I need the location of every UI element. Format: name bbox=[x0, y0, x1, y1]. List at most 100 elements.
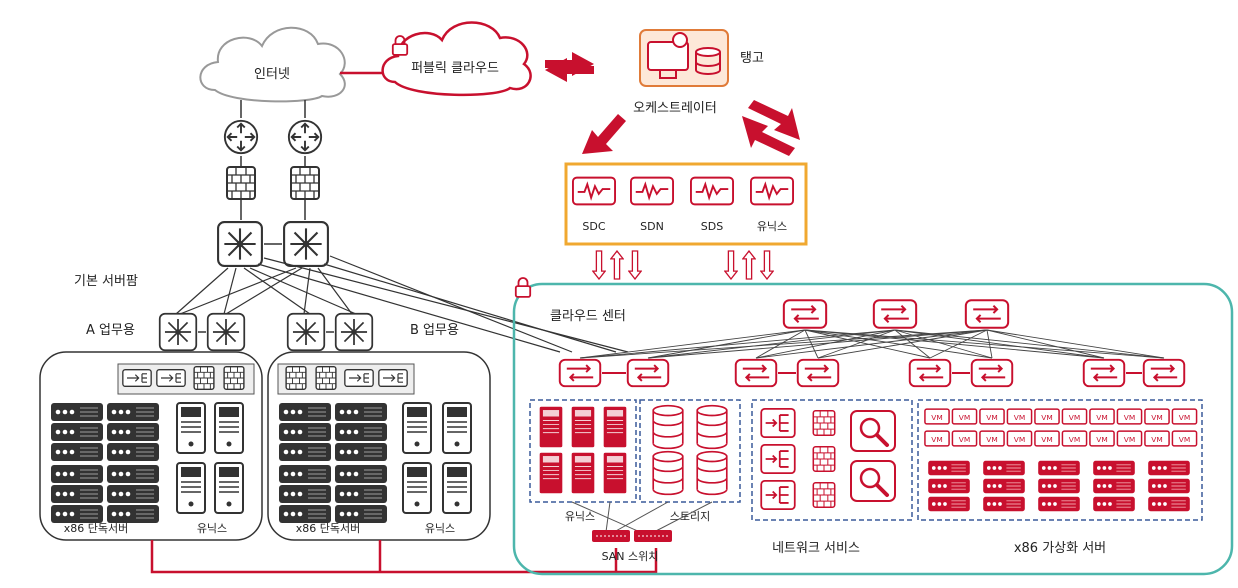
sds-monitor-icon bbox=[690, 176, 734, 206]
leaf-switch-icon bbox=[1142, 358, 1186, 388]
leaf-switch-icon bbox=[970, 358, 1014, 388]
firewall-icon bbox=[290, 166, 320, 200]
cloud-center: 클라우드 센터 bbox=[512, 277, 1234, 576]
vm-icon bbox=[1061, 430, 1088, 447]
warehouse-icon bbox=[639, 29, 729, 87]
vm-icon bbox=[979, 430, 1005, 447]
bidirectional-arrows-left bbox=[592, 250, 642, 280]
sync-arrows-icon bbox=[545, 52, 594, 82]
firewall-icon bbox=[812, 410, 836, 436]
x86-standalone-b-label: x86 단독서버 bbox=[296, 522, 360, 535]
leaf-switch-icon bbox=[908, 358, 952, 388]
firewall-icon bbox=[812, 482, 836, 508]
cloud-unix-label: 유닉스 bbox=[565, 510, 595, 523]
a-business-label: A 업무용 bbox=[86, 323, 135, 338]
access-switches bbox=[158, 312, 374, 352]
access-switch-icon bbox=[286, 312, 326, 352]
vm-icon bbox=[951, 430, 978, 447]
vm-grid bbox=[924, 408, 1198, 447]
vm-icon bbox=[1171, 408, 1198, 425]
vm-icon bbox=[1116, 430, 1143, 447]
vm-icon bbox=[1089, 430, 1115, 447]
cloud-storage-label: 스토리지 bbox=[670, 510, 710, 523]
load-balancer-icon bbox=[760, 408, 796, 438]
host-server-icon bbox=[927, 496, 971, 512]
host-server-icon bbox=[1037, 460, 1081, 476]
host-server-icon bbox=[982, 496, 1026, 512]
lock-icon bbox=[514, 277, 532, 298]
unix-a-label: 유닉스 bbox=[197, 522, 227, 535]
vm-icon bbox=[1006, 430, 1033, 447]
leaf-switch-icon bbox=[1082, 358, 1126, 388]
host-server-icon bbox=[927, 460, 971, 476]
sdc-monitor-icon bbox=[572, 176, 616, 206]
vm-icon bbox=[1116, 408, 1143, 425]
x86-virtual-server-label: x86 가상화 서버 bbox=[1014, 541, 1106, 556]
san-links bbox=[150, 540, 658, 574]
host-server-icon bbox=[1092, 496, 1136, 512]
vm-icon bbox=[1171, 430, 1198, 447]
load-balancer-icon bbox=[156, 368, 186, 388]
vm-icon bbox=[1089, 408, 1115, 425]
spine-switch-icon bbox=[782, 299, 828, 329]
vm-icon bbox=[1061, 408, 1088, 425]
load-balancer-icon bbox=[122, 368, 152, 388]
public-cloud: 퍼블릭 클라우드 bbox=[381, 21, 532, 97]
firewall-icon bbox=[193, 366, 215, 390]
monitoring-search-icon bbox=[850, 460, 896, 502]
leaf-switch-icon bbox=[734, 358, 778, 388]
host-server-icon bbox=[982, 478, 1026, 494]
group-b-box: x86 단독서버 유닉스 bbox=[267, 351, 491, 541]
vm-icon bbox=[979, 408, 1005, 425]
internet-label: 인터넷 bbox=[254, 67, 290, 82]
x86-standalone-a-label: x86 단독서버 bbox=[64, 522, 128, 535]
load-balancer-icon bbox=[344, 368, 374, 388]
cloud-center-label: 클라우드 센터 bbox=[550, 309, 626, 324]
host-server-icon bbox=[1037, 496, 1081, 512]
network-service-label: 네트워크 서비스 bbox=[772, 541, 860, 556]
san-switch-links bbox=[571, 501, 713, 533]
access-switch-icon bbox=[206, 312, 246, 352]
leaf-switch-icon bbox=[796, 358, 840, 388]
sdn-monitor-icon bbox=[630, 176, 674, 206]
unix-b-label: 유닉스 bbox=[425, 522, 455, 535]
spine-switch-icon bbox=[872, 299, 918, 329]
san-switch-label: SAN 스위치 bbox=[602, 550, 659, 563]
core-access-links bbox=[175, 255, 629, 353]
cloud-unix-towers bbox=[539, 406, 627, 494]
router-icon bbox=[223, 119, 259, 155]
host-server-icon bbox=[1147, 460, 1191, 476]
firewall-icon bbox=[285, 366, 307, 390]
monitoring-search-icon bbox=[850, 410, 896, 452]
arrow-right-down-icon bbox=[742, 100, 800, 156]
firewall-icon bbox=[315, 366, 337, 390]
core-switch-icon bbox=[217, 221, 263, 267]
unix-monitor-icon bbox=[750, 176, 794, 206]
firewall-icon bbox=[223, 366, 245, 390]
bidirectional-arrows-right bbox=[724, 250, 774, 280]
public-cloud-label: 퍼블릭 클라우드 bbox=[411, 61, 499, 76]
router-icon bbox=[287, 119, 323, 155]
core-routers bbox=[217, 100, 329, 267]
host-server-icon bbox=[982, 460, 1026, 476]
leaf-switch-icon bbox=[558, 358, 602, 388]
virtualization-host-servers bbox=[927, 460, 1191, 512]
vm-icon bbox=[951, 408, 978, 425]
firewall-icon bbox=[812, 446, 836, 472]
host-server-icon bbox=[1147, 478, 1191, 494]
sds-label: SDS bbox=[701, 220, 723, 233]
host-server-icon bbox=[1037, 478, 1081, 494]
spine-switch-icon bbox=[964, 299, 1010, 329]
vm-icon bbox=[924, 430, 950, 447]
host-server-icon bbox=[927, 478, 971, 494]
network-services-icons bbox=[760, 408, 896, 510]
vm-icon bbox=[1034, 430, 1060, 447]
group-a-box: x86 단독서버 유닉스 bbox=[39, 351, 263, 541]
leaf-switches bbox=[558, 358, 1186, 388]
warehouse-label: 탱고 bbox=[740, 51, 764, 66]
spine-leaf-mesh bbox=[579, 329, 1165, 359]
b-business-label: B 업무용 bbox=[410, 323, 459, 338]
cloud-storage-disks bbox=[652, 404, 728, 496]
host-server-icon bbox=[1147, 496, 1191, 512]
